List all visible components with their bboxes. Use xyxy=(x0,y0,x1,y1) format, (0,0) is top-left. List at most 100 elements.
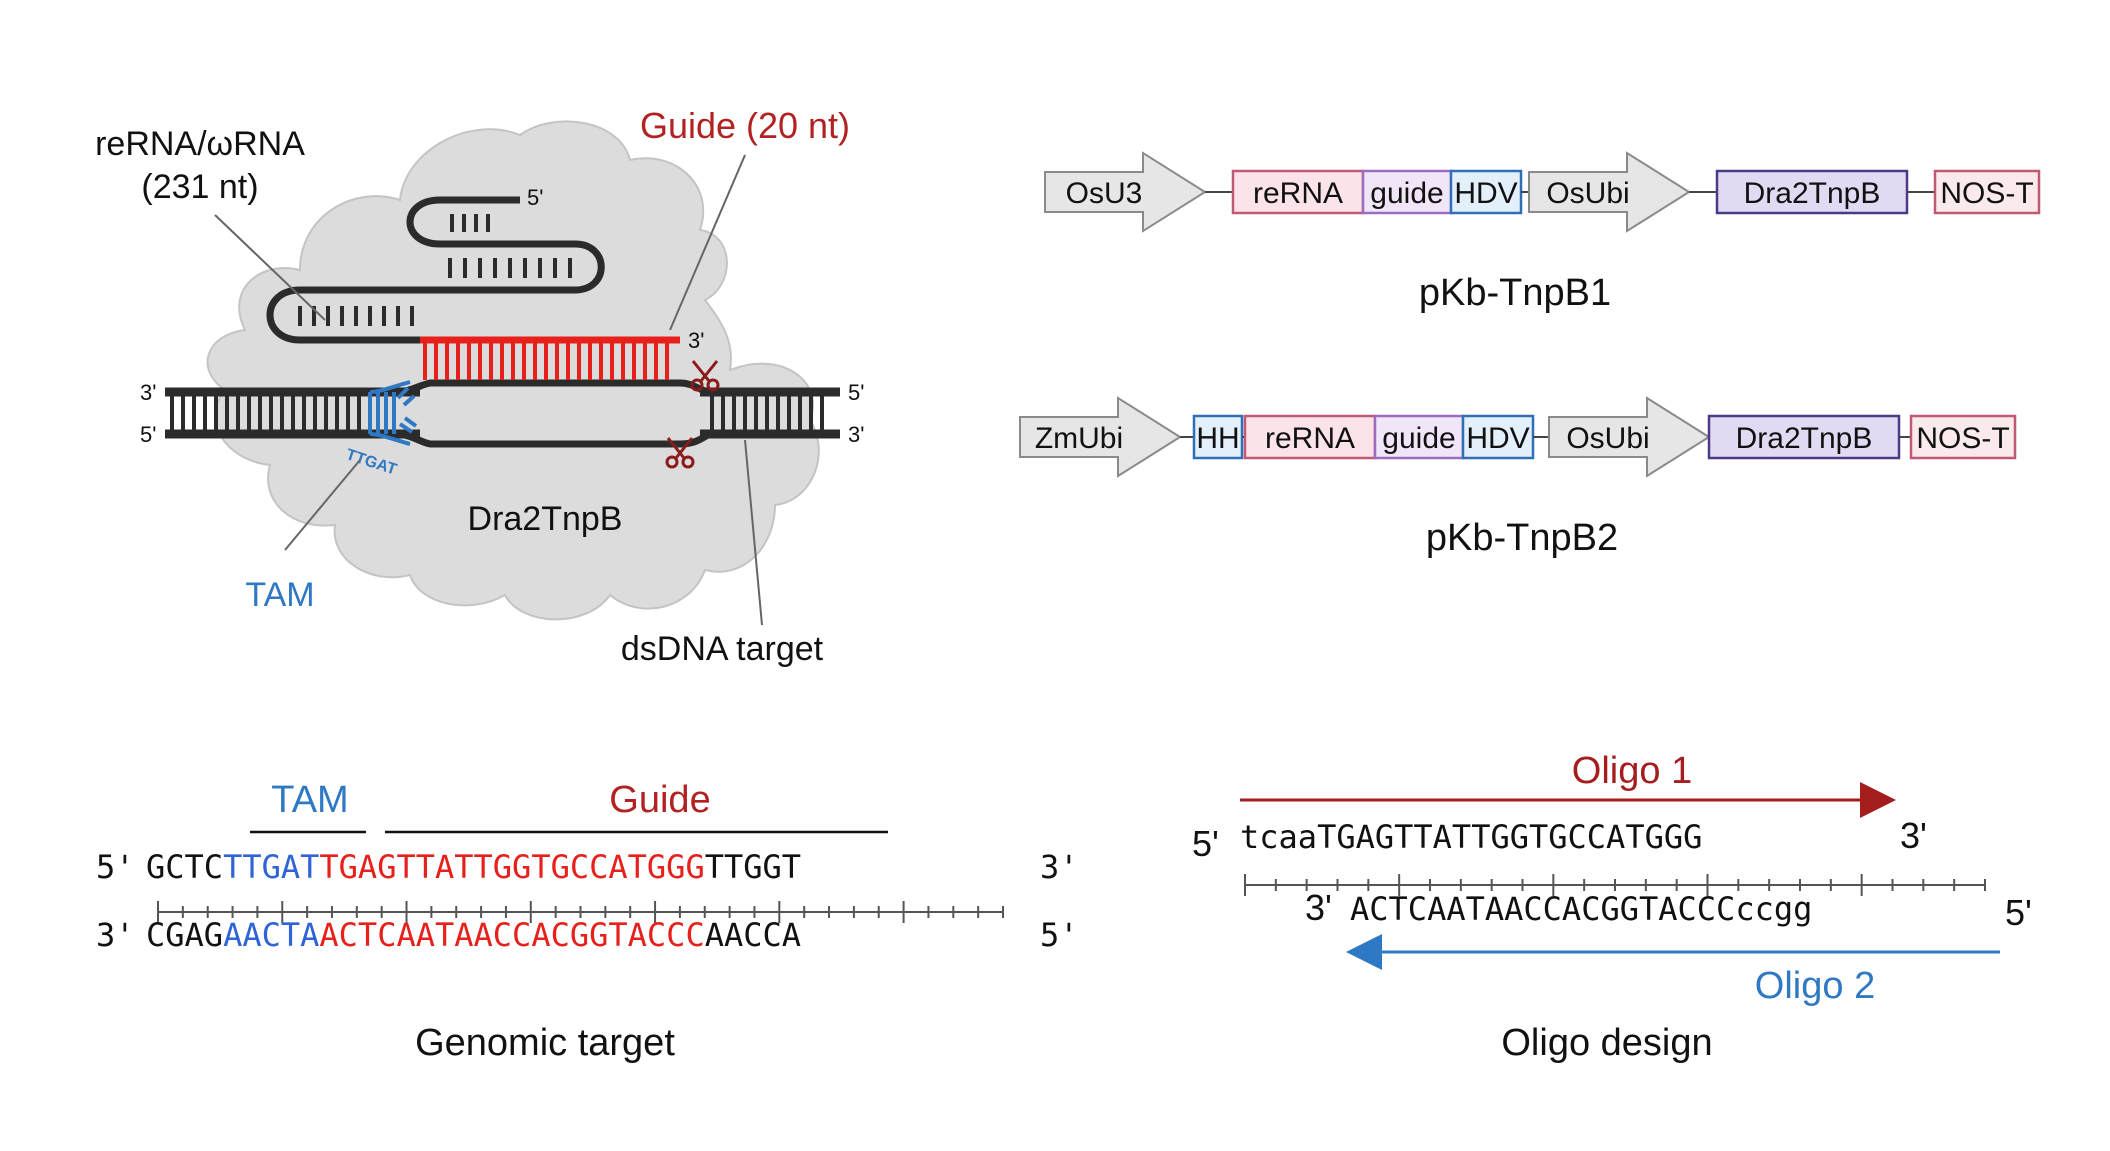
part-label: reRNA xyxy=(1253,177,1343,210)
tam-highlight xyxy=(368,380,418,446)
target-label-leader xyxy=(744,439,763,626)
sequence-segment-black: GCTC xyxy=(146,848,223,886)
part-label: OsUbi xyxy=(1546,177,1629,210)
part-box xyxy=(1909,414,2017,460)
oligo-bottom-suffix: 5' xyxy=(2005,892,2032,933)
part-label: Dra2TnpB xyxy=(1736,422,1873,455)
oligo-design-panel: Oligo 1 5' tcaaTGAGTTATTGGTGCCATGGG 3' 3… xyxy=(1192,750,2032,1064)
construct-name: pKb-TnpB1 xyxy=(1419,272,1611,314)
dna-rungs-right xyxy=(710,396,824,430)
dsdna-right xyxy=(700,387,840,439)
part-hh: HH xyxy=(1192,414,1244,460)
part-label: guide xyxy=(1370,177,1443,210)
oligo1-label: Oligo 1 xyxy=(1572,750,1692,792)
part-label: HDV xyxy=(1454,177,1517,210)
genomic-top-prefix: 5' xyxy=(96,848,135,886)
scissors-icon xyxy=(665,437,695,469)
genomic-ruler xyxy=(157,901,1004,923)
part-label: NOS-T xyxy=(1916,422,2009,455)
promoter-arrow xyxy=(1548,396,1711,478)
sequence-segment-black: TTGGT xyxy=(705,848,801,886)
rerna-scaffold xyxy=(266,196,605,344)
part-label: reRNA xyxy=(1265,422,1355,455)
part-box xyxy=(1707,414,1901,460)
part-dra2tnpb: Dra2TnpB xyxy=(1707,414,1901,460)
guide-3prime: 3' xyxy=(688,328,704,353)
rna-label-line1: reRNA/ωRNA xyxy=(95,125,305,163)
oligo-bottom-sequence: ACTCAATAACCACGGTACCCccgg xyxy=(1350,890,1812,928)
guide-pairing-rungs xyxy=(423,343,669,380)
rna-5prime: 5' xyxy=(527,185,543,210)
scissors-icon xyxy=(690,360,720,392)
oligo2-label: Oligo 2 xyxy=(1755,965,1875,1007)
part-box xyxy=(1373,414,1465,460)
genomic-bottom-suffix: 5' xyxy=(1040,916,1079,954)
promoter-arrow xyxy=(1044,151,1207,233)
sequence-segment-blue: AACTA xyxy=(223,916,319,954)
oligo-top-prefix: 5' xyxy=(1192,823,1219,864)
part-box xyxy=(1231,169,1365,215)
genomic-top-sequence: GCTCTTGATTGAGTTATTGGTGCCATGGGTTGGT xyxy=(146,848,801,886)
guide-label: Guide (20 nt) xyxy=(640,105,850,146)
genomic-top-suffix: 3' xyxy=(1040,848,1079,886)
part-rerna: reRNA xyxy=(1231,169,1365,215)
sequence-segment-red: ACTCAATAACCACGGTACCC xyxy=(319,916,704,954)
part-label: guide xyxy=(1382,422,1455,455)
promoter-arrow xyxy=(1019,396,1182,478)
part-osubi: OsUbi xyxy=(1548,396,1711,478)
part-box xyxy=(1933,169,2041,215)
part-label: ZmUbi xyxy=(1035,422,1123,455)
part-guide: guide xyxy=(1361,169,1453,215)
part-label: Dra2TnpB xyxy=(1744,177,1881,210)
part-nos-t: NOS-T xyxy=(1909,414,2017,460)
dna-right-top-end: 5' xyxy=(848,380,864,405)
genomic-bottom-sequence: CGAGAACTAACTCAATAACCACGGTACCCAACCA xyxy=(146,916,801,954)
part-label: OsU3 xyxy=(1066,177,1143,210)
part-zmubi: ZmUbi xyxy=(1019,396,1182,478)
part-hdv: HDV xyxy=(1449,169,1523,215)
oligo-top-sequence: tcaaTGAGTTATTGGTGCCATGGG xyxy=(1240,818,1702,856)
genomic-guide-label: Guide xyxy=(609,779,710,821)
part-hdv: HDV xyxy=(1461,414,1535,460)
sequence-segment-black: CGAG xyxy=(146,916,223,954)
sequence-segment-red: TGAGTTATTGGTGCCATGGG xyxy=(319,848,704,886)
part-rerna: reRNA xyxy=(1243,414,1377,460)
construct-pkb-tnpb2: ZmUbi HH reRNA guide HDV OsUbi Dra2TnpB NOS-T pK… xyxy=(1019,396,2017,559)
part-box xyxy=(1715,169,1909,215)
part-osu3: OsU3 xyxy=(1044,151,1207,233)
part-label: NOS-T xyxy=(1940,177,2033,210)
sequence-segment-black: AACCA xyxy=(705,916,801,954)
dna-left-bottom-end: 5' xyxy=(140,422,156,447)
genomic-bottom-prefix: 3' xyxy=(96,916,135,954)
part-guide: guide xyxy=(1373,414,1465,460)
tam-label-leader xyxy=(284,459,361,551)
tam-label: TAM xyxy=(245,576,314,614)
part-box xyxy=(1192,414,1244,460)
part-dra2tnpb: Dra2TnpB xyxy=(1715,169,1909,215)
rna-label-leader xyxy=(214,214,326,321)
construct-name: pKb-TnpB2 xyxy=(1426,517,1618,559)
oligo-bottom-prefix: 3' xyxy=(1305,887,1332,928)
target-label: dsDNA target xyxy=(621,630,824,668)
complex-panel: TTGAT xyxy=(95,105,864,668)
oligo-ruler xyxy=(1244,874,1986,896)
part-label: HDV xyxy=(1466,422,1529,455)
genomic-target-caption: Genomic target xyxy=(415,1022,675,1064)
genomic-target-panel: TAM Guide 5' GCTCTTGATTGAGTTATTGGTGCCATG… xyxy=(96,779,1079,1064)
genomic-tam-label: TAM xyxy=(271,779,348,821)
dna-nontarget-strand xyxy=(394,430,713,448)
dna-right-bottom-end: 3' xyxy=(848,422,864,447)
part-nos-t: NOS-T xyxy=(1933,169,2041,215)
sequence-segment-blue: TTGAT xyxy=(223,848,319,886)
construct-pkb-tnpb1: OsU3 reRNA guide HDV OsUbi Dra2TnpB NOS-T pKb-T… xyxy=(1044,151,2041,314)
promoter-arrow xyxy=(1528,151,1691,233)
oligo-design-caption: Oligo design xyxy=(1501,1022,1712,1064)
dna-rungs-left xyxy=(170,396,361,430)
oligo-top-suffix: 3' xyxy=(1900,815,1927,856)
protein-label: Dra2TnpB xyxy=(468,500,623,538)
part-osubi: OsUbi xyxy=(1528,151,1691,233)
rna-label-line2: (231 nt) xyxy=(141,168,258,206)
dna-left-top-end: 3' xyxy=(140,380,156,405)
